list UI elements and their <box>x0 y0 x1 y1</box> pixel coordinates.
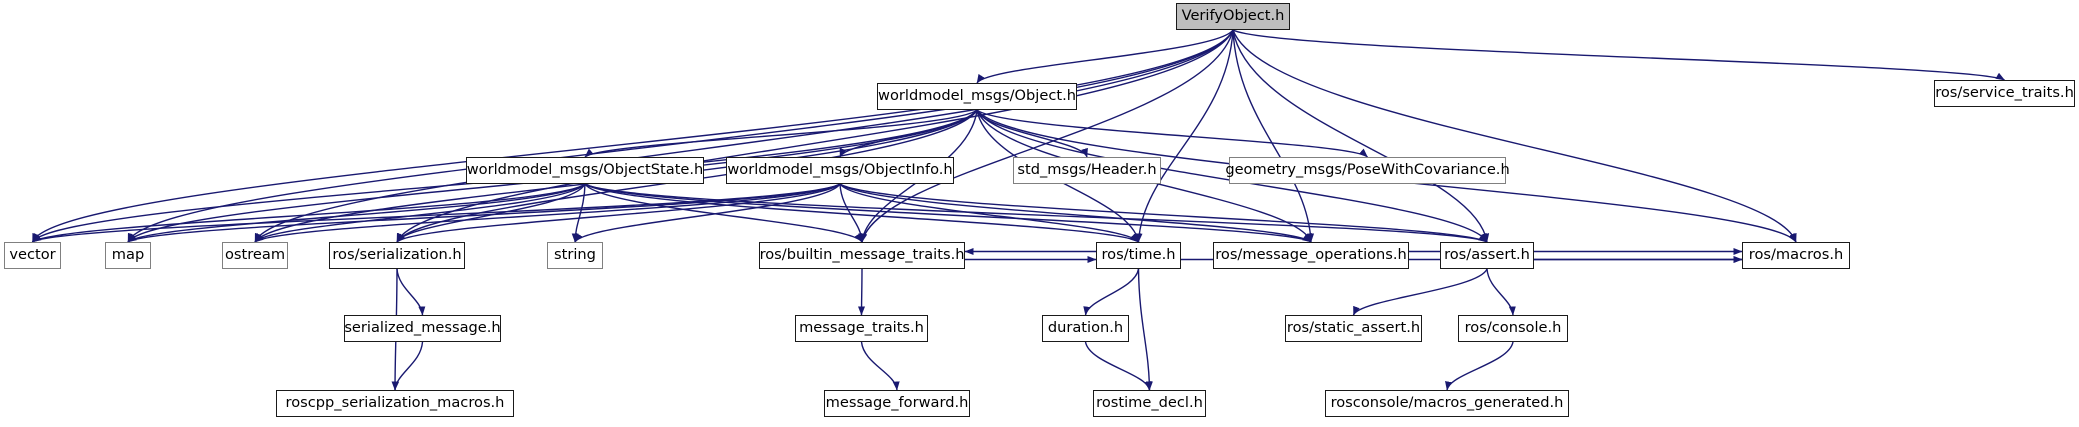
graph-edge <box>839 183 1488 243</box>
graph-edge <box>976 109 1368 158</box>
graph-edge <box>1232 29 1315 243</box>
graph-node-msg_operations[interactable]: ros/message_operations.h <box>1213 242 1409 269</box>
graph-node-label: ros/static_assert.h <box>1286 319 1421 337</box>
graph-node-label: ros/console.h <box>1464 319 1562 337</box>
graph-edge <box>1352 268 1488 316</box>
graph-node-label: ros/assert.h <box>1444 246 1530 264</box>
graph-edge <box>839 183 1140 243</box>
graph-node-label: roscpp_serialization_macros.h <box>285 394 505 412</box>
graph-edge <box>1232 29 1797 243</box>
graph-node-duration[interactable]: duration.h <box>1042 315 1129 342</box>
graph-node-label: map <box>111 246 145 264</box>
graph-edge <box>976 29 1234 84</box>
graph-node-objectstate[interactable]: worldmodel_msgs/ObjectState.h <box>466 157 704 184</box>
graph-edge <box>574 183 841 243</box>
graph-edge <box>839 109 978 158</box>
graph-edge <box>396 183 841 243</box>
graph-node-macros[interactable]: ros/macros.h <box>1742 242 1850 269</box>
graph-node-label: message_traits.h <box>799 319 924 337</box>
graph-edge <box>839 183 866 243</box>
graph-edge <box>584 183 1312 243</box>
graph-node-time[interactable]: ros/time.h <box>1096 242 1181 269</box>
graph-node-vector[interactable]: vector <box>4 242 61 269</box>
graph-edge <box>571 183 586 243</box>
graph-node-serialization[interactable]: ros/serialization.h <box>329 242 465 269</box>
graph-node-label: rostime_decl.h <box>1096 394 1203 412</box>
graph-node-console[interactable]: ros/console.h <box>1458 315 1568 342</box>
graph-node-builtin_traits[interactable]: ros/builtin_message_traits.h <box>759 242 965 269</box>
graph-node-rostime_decl[interactable]: rostime_decl.h <box>1093 390 1206 417</box>
graph-node-label: std_msgs/Header.h <box>1017 161 1157 179</box>
graph-node-label: ros/serialization.h <box>332 246 462 264</box>
graph-node-service_traits[interactable]: ros/service_traits.h <box>1934 80 2075 107</box>
graph-edge <box>1486 268 1516 316</box>
graph-edge <box>127 183 841 243</box>
graph-edge <box>32 183 586 243</box>
graph-node-objectinfo[interactable]: worldmodel_msgs/ObjectInfo.h <box>726 157 954 184</box>
graph-edge <box>584 183 1488 243</box>
graph-node-label: ros/time.h <box>1101 246 1176 264</box>
graph-node-message_forward[interactable]: message_forward.h <box>824 390 970 417</box>
graph-edge <box>839 183 1312 243</box>
graph-edge <box>584 183 863 243</box>
graph-edge <box>1083 268 1140 316</box>
graph-edge <box>860 29 1234 243</box>
graph-node-macros_generated[interactable]: rosconsole/macros_generated.h <box>1325 390 1569 417</box>
graph-node-label: VerifyObject.h <box>1181 7 1285 25</box>
graph-edge <box>858 268 866 316</box>
graph-node-static_assert[interactable]: ros/static_assert.h <box>1285 315 1422 342</box>
graph-node-label: ros/builtin_message_traits.h <box>759 246 965 264</box>
graph-node-label: ros/service_traits.h <box>1935 84 2074 102</box>
graph-edge <box>860 341 900 391</box>
graph-node-label: worldmodel_msgs/ObjectState.h <box>466 161 704 179</box>
graph-edge <box>584 183 1139 243</box>
graph-edge <box>392 341 424 391</box>
graph-edge <box>254 183 586 243</box>
graph-edge <box>32 183 841 243</box>
graph-edge <box>1445 341 1514 391</box>
graph-node-label: ros/message_operations.h <box>1215 246 1407 264</box>
graph-node-label: ostream <box>224 246 286 264</box>
graph-edge <box>396 183 586 243</box>
graph-node-label: worldmodel_msgs/Object.h <box>878 87 1076 105</box>
graph-node-assert[interactable]: ros/assert.h <box>1440 242 1534 269</box>
graph-node-map[interactable]: map <box>105 242 151 269</box>
graph-edge <box>254 29 1234 243</box>
graph-node-label: message_forward.h <box>825 394 969 412</box>
graph-edge <box>1232 29 1490 243</box>
graph-edge <box>396 29 1234 243</box>
graph-edge <box>584 109 978 158</box>
graph-edge <box>254 183 841 243</box>
graph-node-label: vector <box>9 246 56 264</box>
graph-node-message_traits[interactable]: message_traits.h <box>795 315 928 342</box>
graph-node-string[interactable]: string <box>547 242 603 269</box>
graph-edge <box>31 29 1234 243</box>
graph-node-ostream[interactable]: ostream <box>222 242 288 269</box>
graph-edge <box>1137 268 1153 391</box>
graph-edge <box>127 29 1234 243</box>
graph-node-object[interactable]: worldmodel_msgs/Object.h <box>877 83 1077 110</box>
graph-node-posewithcov[interactable]: geometry_msgs/PoseWithCovariance.h <box>1225 157 1510 184</box>
graph-node-std_header[interactable]: std_msgs/Header.h <box>1013 157 1161 184</box>
graph-node-label: geometry_msgs/PoseWithCovariance.h <box>1225 161 1510 179</box>
graph-node-label: ros/macros.h <box>1748 246 1844 264</box>
graph-node-label: duration.h <box>1047 319 1124 337</box>
graph-edge <box>976 109 1088 158</box>
graph-node-roscpp_macros[interactable]: roscpp_serialization_macros.h <box>276 390 514 417</box>
graph-node-label: serialized_message.h <box>344 319 501 337</box>
graph-node-label: string <box>554 246 596 264</box>
graph-edge <box>396 268 426 316</box>
graph-edge <box>1232 29 2005 81</box>
graph-edge <box>1135 29 1234 243</box>
graph-node-label: rosconsole/macros_generated.h <box>1330 394 1564 412</box>
graph-node-serialized_message[interactable]: serialized_message.h <box>344 315 501 342</box>
graph-node-label: worldmodel_msgs/ObjectInfo.h <box>727 161 953 179</box>
graph-edge <box>127 183 586 243</box>
graph-node-verifyobject[interactable]: VerifyObject.h <box>1176 3 1290 30</box>
graph-edge <box>1084 341 1152 391</box>
